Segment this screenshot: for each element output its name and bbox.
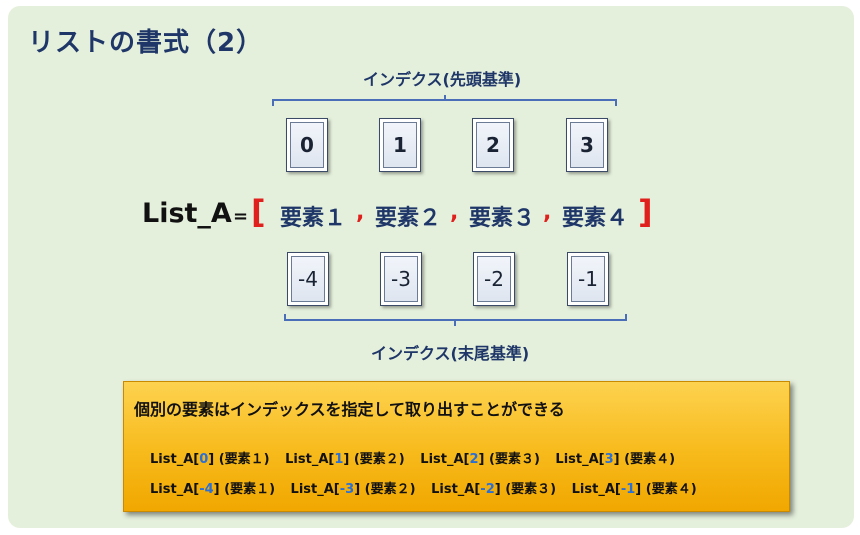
index-box-1: 1 [379, 118, 421, 172]
index-box-3: 3 [566, 118, 608, 172]
list-element-4: 要素４ [562, 206, 629, 231]
list-comma-1: , [356, 200, 365, 225]
access-example: List_A[1] (要素２) [285, 452, 405, 467]
close-bracket: ] [638, 193, 653, 231]
access-example: List_A[-1] (要素４) [571, 482, 697, 497]
index-box-neg4: -4 [287, 252, 329, 306]
access-example: List_A[-3] (要素２) [290, 482, 416, 497]
index-box-neg1: -1 [567, 252, 609, 306]
access-example: List_A[0] (要素１) [150, 452, 270, 467]
list-element-3: 要素３ [469, 206, 536, 231]
bottom-brace [284, 314, 627, 326]
list-comma-2: , [450, 200, 459, 225]
access-example: List_A[2] (要素３) [420, 452, 540, 467]
index-box-neg2: -2 [473, 252, 515, 306]
access-example: List_A[-4] (要素１) [150, 482, 276, 497]
index-box-0: 0 [286, 118, 328, 172]
bottom-index-label: インデクス(末尾基準) [371, 344, 530, 363]
index-box-2: 2 [472, 118, 514, 172]
note-row-negative: List_A[-4] (要素１) List_A[-3] (要素２) List_A… [150, 478, 708, 497]
access-example: List_A[3] (要素４) [555, 452, 676, 467]
note-box: 個別の要素はインデックスを指定して取り出すことができる List_A[0] (要… [123, 381, 790, 512]
list-element-2: 要素２ [375, 206, 442, 231]
list-comma-3: , [543, 200, 552, 225]
note-row-positive: List_A[0] (要素１) List_A[1] (要素２) List_A[2… [150, 448, 686, 467]
note-heading: 個別の要素はインデックスを指定して取り出すことができる [134, 400, 565, 419]
open-bracket: [ [251, 193, 266, 231]
list-name: List_A [142, 198, 232, 229]
list-element-1: 要素１ [280, 206, 347, 231]
equals-sign: = [233, 206, 249, 227]
page-title: リストの書式（2） [28, 28, 264, 58]
access-example: List_A[-2] (要素３) [431, 482, 557, 497]
top-index-label: インデクス(先頭基準) [363, 70, 522, 89]
top-brace [272, 95, 617, 106]
index-box-neg3: -3 [380, 252, 422, 306]
